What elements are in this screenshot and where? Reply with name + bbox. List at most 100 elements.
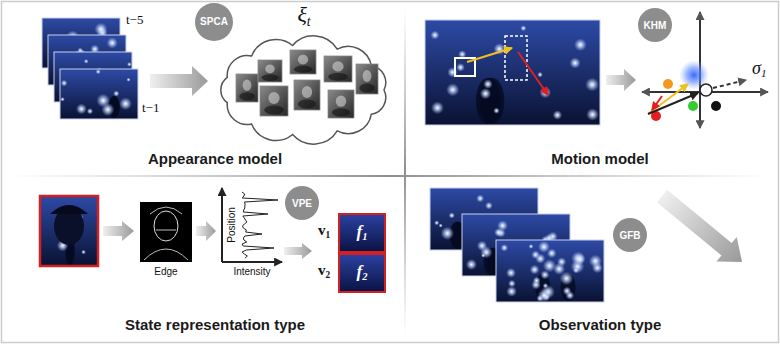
method-badge: VPE	[285, 186, 319, 220]
image-caption: Edge	[154, 266, 177, 277]
eigen-image-feature	[264, 106, 284, 115]
motion-vector	[652, 96, 662, 110]
eigen-image-feature	[298, 55, 308, 65]
stage-light	[446, 83, 459, 96]
stage-light	[543, 283, 548, 288]
stage-light	[533, 277, 541, 285]
eigen-image-feature	[265, 64, 275, 73]
method-badge: KHM	[638, 8, 672, 42]
mode-point	[711, 101, 721, 111]
eigen-image-feature	[294, 66, 312, 73]
eigen-image	[258, 60, 282, 82]
eigen-image	[236, 74, 258, 102]
stage-light	[96, 69, 101, 74]
stage-light	[574, 38, 587, 51]
stage-light	[107, 37, 118, 48]
text-main: v	[318, 262, 326, 278]
eigen-image-feature	[336, 96, 346, 107]
text-main: σ	[752, 58, 761, 78]
stage-light	[441, 227, 454, 240]
stage-light	[61, 80, 68, 87]
eigen-image-feature	[262, 74, 279, 81]
eigen-image-feature	[363, 70, 372, 82]
stage-light	[126, 78, 130, 82]
flow-arrow	[196, 221, 216, 241]
stage-light	[477, 241, 487, 251]
stage-light	[481, 253, 485, 257]
mode-point	[663, 79, 673, 89]
eigen-image	[260, 86, 288, 116]
node-text: KHM	[644, 20, 667, 31]
method-badge: GFB	[613, 218, 647, 252]
stage-light	[501, 244, 509, 252]
quadrant-title: Observation type	[539, 316, 662, 333]
node-text: f1	[357, 223, 368, 243]
stage-light	[506, 268, 516, 278]
flow-arrow	[606, 69, 636, 91]
intensity-profile	[242, 192, 278, 258]
stage-light	[81, 250, 86, 255]
mean-point	[700, 84, 712, 96]
stage-light	[574, 253, 585, 264]
stage-light	[96, 94, 110, 108]
stage-light	[535, 254, 545, 264]
stage-light	[529, 244, 534, 249]
photo-frame	[425, 20, 600, 125]
text-subscript: 1	[761, 67, 767, 79]
mode-point	[688, 101, 698, 111]
stage-light	[439, 223, 443, 227]
stage-light	[537, 72, 543, 78]
symbol-label: σ1	[752, 58, 766, 79]
axis-line	[222, 261, 282, 263]
stage-light	[466, 259, 477, 270]
stage-light	[76, 104, 87, 115]
flow-arrow	[150, 66, 208, 96]
stage-light	[536, 295, 543, 302]
eigen-image-feature	[332, 61, 343, 71]
text-subscript: 2	[362, 271, 367, 282]
motion-vector	[518, 52, 548, 95]
illustration-group	[40, 12, 768, 302]
stage-light	[506, 286, 517, 297]
quadrant-divider	[10, 175, 770, 177]
motion-vector	[467, 48, 512, 62]
quadrant-divider	[404, 8, 406, 336]
text-subscript: 1	[326, 230, 331, 240]
photo-frame	[496, 240, 604, 302]
eigen-image-feature	[243, 80, 252, 91]
eigen-image	[324, 56, 352, 82]
vector-label: v2	[318, 262, 330, 280]
stage-light	[94, 23, 107, 36]
photo-frame	[60, 69, 138, 119]
stage-light	[456, 63, 465, 72]
eigen-image-feature	[332, 108, 350, 116]
stage-light	[127, 62, 132, 67]
candidate-box	[505, 36, 527, 80]
edge-image	[140, 202, 192, 262]
stage-light	[508, 280, 516, 288]
stage-light	[480, 88, 491, 99]
text-main: v	[318, 222, 326, 238]
eigen-image-feature	[298, 100, 316, 109]
flow-arrow	[652, 184, 752, 275]
text-subscript: 1	[362, 231, 367, 242]
person-hat	[50, 205, 88, 214]
axis-label: Intensity	[233, 266, 270, 277]
eigen-image	[328, 90, 354, 118]
stage-light	[434, 220, 439, 225]
eigen-image-feature	[268, 92, 279, 104]
eigen-image-feature	[302, 86, 312, 98]
stage-light	[585, 78, 599, 92]
node-text: SPCA	[200, 16, 228, 27]
stage-light	[483, 79, 493, 89]
stage-light	[84, 59, 89, 64]
motion-vector	[648, 93, 698, 114]
quadrant-title: Appearance model	[148, 150, 282, 167]
quadrant-title: Motion model	[551, 150, 649, 167]
stage-light	[530, 265, 540, 275]
frame-index: t−1	[142, 100, 159, 116]
stage-light	[119, 97, 132, 110]
feature-block: f1	[338, 213, 386, 253]
